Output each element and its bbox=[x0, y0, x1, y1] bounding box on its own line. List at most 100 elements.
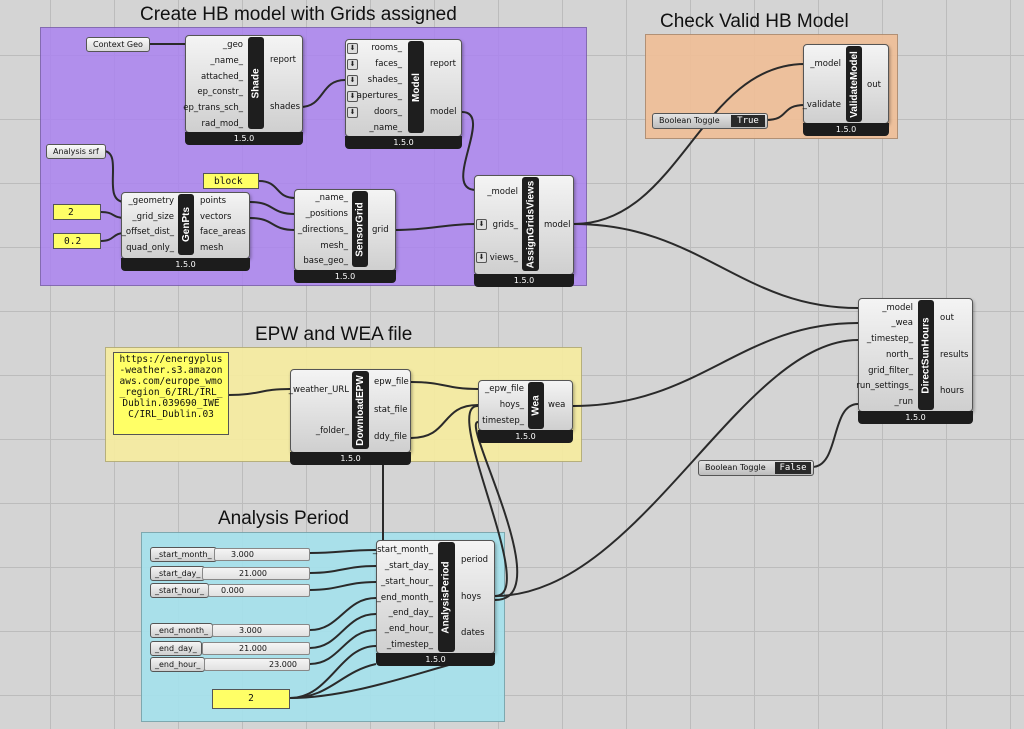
period-component[interactable]: AnalysisPeriod _start_month_ _start_day_… bbox=[372, 540, 495, 666]
period-in-5[interactable]: _end_hour_ bbox=[384, 624, 433, 634]
downloadepw-out-0[interactable]: epw_file bbox=[374, 377, 409, 387]
dsh-out-2[interactable]: hours bbox=[940, 386, 964, 396]
genpts-out-3[interactable]: mesh bbox=[200, 243, 224, 253]
sensorgrid-in-0[interactable]: _name_ bbox=[315, 193, 348, 203]
downloadepw-out-2[interactable]: ddy_file bbox=[374, 432, 408, 442]
dsh-in-2[interactable]: _timestep_ bbox=[866, 334, 913, 344]
slider-start-hour-track[interactable]: 0.000 bbox=[208, 584, 310, 597]
model-out-0[interactable]: report bbox=[430, 59, 456, 69]
slider-end-hour-track[interactable]: 23.000 bbox=[204, 658, 310, 671]
model-in-0[interactable]: rooms_ bbox=[371, 43, 402, 53]
wea-component[interactable]: Wea _epw_file hoys_ timestep_ wea 1.5.0 bbox=[478, 380, 573, 443]
downloadepw-in-0[interactable]: _weather_URL bbox=[288, 385, 349, 395]
shade-in-1[interactable]: _name_ bbox=[210, 56, 243, 66]
group-title-check: Check Valid HB Model bbox=[660, 11, 849, 32]
genpts-in-2[interactable]: _offset_dist_ bbox=[121, 227, 174, 237]
shade-in-4[interactable]: ep_trans_sch_ bbox=[183, 103, 243, 113]
assign-component[interactable]: ⬇ ⬇ AssignGridsViews _model grids_ views… bbox=[474, 175, 574, 287]
wea-in-2[interactable]: timestep_ bbox=[482, 416, 524, 426]
validate-toggle-value[interactable]: True bbox=[731, 115, 765, 127]
sensorgrid-in-3[interactable]: mesh_ bbox=[320, 241, 348, 251]
validate-out-0[interactable]: out bbox=[867, 80, 881, 90]
sensorgrid-in-1[interactable]: _positions bbox=[305, 209, 348, 219]
slider-end-hour[interactable]: _end_hour_ 23.000 bbox=[150, 657, 310, 672]
shade-in-2[interactable]: attached_ bbox=[200, 72, 243, 82]
grid-size-panel[interactable]: 2 bbox=[53, 204, 101, 220]
wea-in-0[interactable]: _epw_file bbox=[484, 384, 524, 394]
slider-end-month-track[interactable]: 3.000 bbox=[212, 624, 310, 637]
sensorgrid-in-4[interactable]: base_geo_ bbox=[303, 256, 348, 266]
validate-in-1[interactable]: _validate bbox=[802, 100, 841, 110]
shade-in-0[interactable]: _geo bbox=[222, 40, 243, 50]
genpts-out-2[interactable]: face_areas bbox=[200, 227, 246, 237]
slider-start-month-track[interactable]: 3.000 bbox=[214, 548, 310, 561]
genpts-in-1[interactable]: _grid_size bbox=[132, 212, 174, 222]
model-out-1[interactable]: model bbox=[430, 107, 457, 117]
wea-in-1[interactable]: hoys_ bbox=[499, 400, 524, 410]
period-in-4[interactable]: _end_day_ bbox=[388, 608, 433, 618]
assign-out-0[interactable]: model bbox=[544, 220, 571, 230]
period-in-2[interactable]: _start_hour_ bbox=[380, 577, 433, 587]
timestep-panel[interactable]: 2 bbox=[212, 689, 290, 709]
downloadepw-in-1[interactable]: _folder_ bbox=[315, 426, 349, 436]
dsh-in-0[interactable]: _model bbox=[882, 303, 913, 313]
dsh-in-4[interactable]: grid_filter_ bbox=[868, 366, 913, 376]
slider-start-month[interactable]: _start_month_ 3.000 bbox=[150, 547, 310, 562]
period-out-1[interactable]: hoys bbox=[461, 592, 482, 602]
url-panel[interactable]: https://energyplus-weather.s3.amazonaws.… bbox=[113, 352, 229, 435]
period-in-3[interactable]: _end_month_ bbox=[376, 593, 433, 603]
genpts-out-1[interactable]: vectors bbox=[200, 212, 232, 222]
shade-in-5[interactable]: rad_mod_ bbox=[201, 119, 243, 129]
run-toggle[interactable]: Boolean Toggle False bbox=[698, 460, 814, 476]
genpts-in-0[interactable]: _geometry bbox=[128, 196, 174, 206]
period-in-0[interactable]: _start_month_ bbox=[372, 545, 433, 555]
run-toggle-value[interactable]: False bbox=[775, 462, 811, 474]
dsh-in-1[interactable]: _wea bbox=[891, 318, 913, 328]
assign-in-1[interactable]: grids_ bbox=[492, 220, 518, 230]
genpts-component[interactable]: GenPts _geometry _grid_size _offset_dist… bbox=[121, 192, 250, 271]
shade-component[interactable]: Shade _geo _name_ attached_ ep_constr_ e… bbox=[183, 35, 303, 145]
dsh-in-3[interactable]: north_ bbox=[885, 350, 913, 360]
genpts-out-0[interactable]: points bbox=[200, 196, 227, 206]
sensorgrid-in-2[interactable]: _directions_ bbox=[297, 225, 348, 235]
sensorgrid-out-0[interactable]: grid bbox=[372, 225, 389, 235]
assign-in-0[interactable]: _model bbox=[487, 187, 518, 197]
slider-end-month[interactable]: _end_month_ 3.000 bbox=[150, 623, 310, 638]
sensorgrid-component[interactable]: SensorGrid _name_ _positions _directions… bbox=[294, 189, 396, 283]
block-panel[interactable]: block bbox=[203, 173, 259, 189]
slider-start-day-track[interactable]: 21.000 bbox=[202, 567, 310, 580]
context-geo-param[interactable]: Context Geo bbox=[86, 37, 150, 52]
validate-toggle[interactable]: Boolean Toggle True bbox=[652, 113, 768, 129]
analysis-srf-param[interactable]: Analysis srf bbox=[46, 144, 106, 159]
slider-end-day-track[interactable]: 21.000 bbox=[202, 642, 310, 655]
dsh-in-5[interactable]: run_settings_ bbox=[856, 381, 913, 391]
model-in-4[interactable]: doors_ bbox=[374, 107, 402, 117]
slider-start-hour[interactable]: _start_hour_ 0.000 bbox=[150, 583, 310, 598]
downloadepw-out-1[interactable]: stat_file bbox=[374, 405, 408, 415]
model-in-5[interactable]: _name_ bbox=[369, 123, 402, 133]
slider-start-day[interactable]: _start_day_ 21.000 bbox=[150, 566, 310, 581]
dsh-out-1[interactable]: results bbox=[940, 350, 969, 360]
validate-in-0[interactable]: _model bbox=[810, 59, 841, 69]
shade-out-0[interactable]: report bbox=[270, 55, 296, 65]
period-in-6[interactable]: _timestep_ bbox=[386, 640, 433, 650]
genpts-in-3[interactable]: quad_only_ bbox=[126, 243, 174, 253]
validate-component[interactable]: ValidateModel _model _validate out 1.5.0 bbox=[803, 44, 889, 136]
model-in-3[interactable]: apertures_ bbox=[356, 91, 402, 101]
downloadepw-component[interactable]: DownloadEPW _weather_URL _folder_ epw_fi… bbox=[288, 369, 411, 465]
offset-panel[interactable]: 0.2 bbox=[53, 233, 101, 249]
dsh-out-0[interactable]: out bbox=[940, 313, 954, 323]
assign-in-2[interactable]: views_ bbox=[489, 253, 518, 263]
dsh-in-6[interactable]: _run bbox=[894, 397, 913, 407]
wea-out-0[interactable]: wea bbox=[548, 400, 566, 410]
shade-in-3[interactable]: ep_constr_ bbox=[197, 87, 243, 97]
dsh-component[interactable]: DirectSunHours _model _wea _timestep_ no… bbox=[856, 298, 973, 424]
period-in-1[interactable]: _start_day_ bbox=[384, 561, 433, 571]
shade-out-1[interactable]: shades bbox=[270, 102, 301, 112]
model-in-2[interactable]: shades_ bbox=[367, 75, 402, 85]
period-out-2[interactable]: dates bbox=[461, 628, 485, 638]
model-in-1[interactable]: faces_ bbox=[375, 59, 402, 69]
model-component[interactable]: ⬇ ⬇ ⬇ ⬇ ⬇ Model rooms_ faces_ shades_ ap… bbox=[345, 39, 462, 149]
period-out-0[interactable]: period bbox=[461, 555, 489, 565]
slider-end-day[interactable]: _end_day_ 21.000 bbox=[150, 641, 310, 656]
